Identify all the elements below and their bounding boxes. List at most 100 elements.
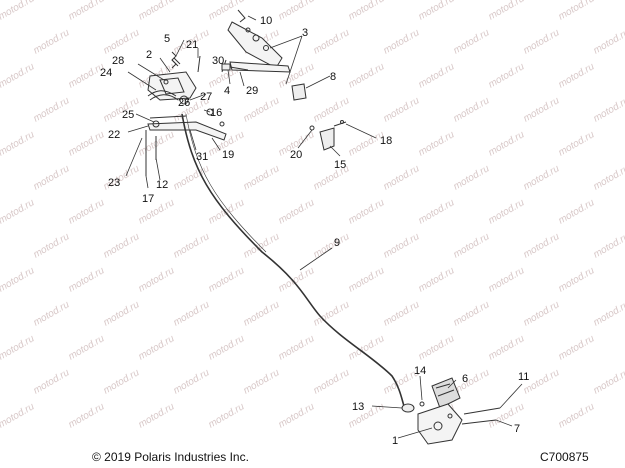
watermark-text: motod.ru bbox=[0, 265, 37, 294]
watermark-text: motod.ru bbox=[592, 95, 625, 124]
watermark-text: motod.ru bbox=[522, 163, 562, 192]
callout-8: 8 bbox=[330, 71, 336, 83]
watermark-text: motod.ru bbox=[452, 231, 492, 260]
pin-part-14 bbox=[419, 401, 425, 407]
watermark-text: motod.ru bbox=[382, 95, 422, 124]
callout-5: 5 bbox=[164, 33, 170, 45]
watermark-text: motod.ru bbox=[312, 27, 352, 56]
callout-10: 10 bbox=[260, 15, 272, 27]
spring-part-5 bbox=[171, 51, 177, 69]
watermark-layer: motod.ru motod.ru motod.ru motod.ru motod.ru… bbox=[0, 0, 625, 431]
watermark-text: motod.ru bbox=[592, 299, 625, 328]
copyright-text: © 2019 Polaris Industries Inc. bbox=[92, 450, 249, 464]
watermark-text: motod.ru bbox=[487, 333, 527, 362]
watermark-text: motod.ru bbox=[522, 27, 562, 56]
watermark-text: motod.ru bbox=[207, 265, 247, 294]
watermark-text: motod.ru bbox=[417, 0, 457, 23]
lever-part-15 bbox=[309, 120, 347, 151]
watermark-text: motod.ru bbox=[137, 401, 177, 430]
watermark-text: motod.ru bbox=[417, 61, 457, 90]
watermark-text: motod.ru bbox=[207, 0, 247, 23]
watermark-text: motod.ru bbox=[172, 163, 212, 192]
watermark-text: motod.ru bbox=[242, 367, 282, 396]
watermark-text: motod.ru bbox=[0, 0, 37, 23]
watermark-text: motod.ru bbox=[32, 95, 72, 124]
callout-labels: 10 3 8 5 2 21 28 24 30 4 29 27 26 25 16 … bbox=[100, 15, 529, 447]
watermark-text: motod.ru bbox=[277, 333, 317, 362]
handle-part-19 bbox=[147, 115, 227, 141]
watermark-text: motod.ru bbox=[0, 197, 37, 226]
callout-6: 6 bbox=[462, 373, 468, 385]
callout-26: 26 bbox=[178, 97, 190, 109]
watermark-text: motod.ru bbox=[347, 333, 387, 362]
watermark-text: motod.ru bbox=[32, 27, 72, 56]
watermark-text: motod.ru bbox=[312, 95, 352, 124]
cable-end-part-13 bbox=[401, 403, 415, 413]
watermark-text: motod.ru bbox=[137, 129, 177, 158]
watermark-text: motod.ru bbox=[172, 231, 212, 260]
callout-24: 24 bbox=[100, 67, 112, 79]
callout-17: 17 bbox=[142, 193, 154, 205]
watermark-text: motod.ru bbox=[312, 231, 352, 260]
watermark-text: motod.ru bbox=[0, 401, 37, 430]
watermark-text: motod.ru bbox=[277, 0, 317, 23]
callout-12: 12 bbox=[156, 179, 168, 191]
watermark-text: motod.ru bbox=[417, 197, 457, 226]
watermark-text: motod.ru bbox=[592, 27, 625, 56]
watermark-text: motod.ru bbox=[417, 333, 457, 362]
watermark-text: motod.ru bbox=[207, 401, 247, 430]
watermark-text: motod.ru bbox=[522, 95, 562, 124]
watermark-text: motod.ru bbox=[557, 197, 597, 226]
callout-19: 19 bbox=[222, 149, 234, 161]
watermark-text: motod.ru bbox=[32, 231, 72, 260]
callout-1: 1 bbox=[392, 435, 398, 447]
watermark-text: motod.ru bbox=[102, 299, 142, 328]
watermark-text: motod.ru bbox=[137, 0, 177, 23]
watermark-text: motod.ru bbox=[242, 95, 282, 124]
watermark-text: motod.ru bbox=[487, 61, 527, 90]
callout-31: 31 bbox=[196, 151, 208, 163]
watermark-text: motod.ru bbox=[67, 197, 107, 226]
watermark-text: motod.ru bbox=[557, 265, 597, 294]
watermark-text: motod.ru bbox=[382, 299, 422, 328]
watermark-text: motod.ru bbox=[487, 401, 527, 430]
callout-21: 21 bbox=[186, 39, 198, 51]
watermark-text: motod.ru bbox=[557, 333, 597, 362]
watermark-text: motod.ru bbox=[452, 95, 492, 124]
callout-16: 16 bbox=[210, 107, 222, 119]
lever-assembly bbox=[147, 57, 197, 105]
pin-part-21 bbox=[197, 55, 201, 73]
watermark-text: motod.ru bbox=[557, 401, 597, 430]
watermark-text: motod.ru bbox=[32, 163, 72, 192]
watermark-text: motod.ru bbox=[347, 197, 387, 226]
caliper-part-6 bbox=[431, 377, 461, 409]
callout-29: 29 bbox=[246, 85, 258, 97]
watermark-text: motod.ru bbox=[67, 129, 107, 158]
callout-7: 7 bbox=[514, 423, 520, 435]
watermark-text: motod.ru bbox=[207, 197, 247, 226]
watermark-text: motod.ru bbox=[557, 0, 597, 23]
bolt-part-11 bbox=[463, 407, 501, 415]
watermark-text: motod.ru bbox=[592, 163, 625, 192]
watermark-text: motod.ru bbox=[137, 333, 177, 362]
watermark-text: motod.ru bbox=[172, 367, 212, 396]
watermark-text: motod.ru bbox=[312, 367, 352, 396]
callout-2: 2 bbox=[146, 49, 152, 61]
watermark-text: motod.ru bbox=[557, 61, 597, 90]
watermark-text: motod.ru bbox=[557, 129, 597, 158]
watermark-text: motod.ru bbox=[102, 27, 142, 56]
watermark-text: motod.ru bbox=[382, 163, 422, 192]
watermark-text: motod.ru bbox=[487, 197, 527, 226]
watermark-text: motod.ru bbox=[277, 401, 317, 430]
bolt-part-29 bbox=[229, 66, 249, 71]
callout-28: 28 bbox=[112, 55, 124, 67]
watermark-text: motod.ru bbox=[32, 299, 72, 328]
watermark-text: motod.ru bbox=[522, 231, 562, 260]
callout-22: 22 bbox=[108, 129, 120, 141]
watermark-text: motod.ru bbox=[487, 129, 527, 158]
callout-18: 18 bbox=[380, 135, 392, 147]
bolt-part-7 bbox=[461, 419, 497, 425]
callout-11: 11 bbox=[518, 371, 529, 383]
watermark-text: motod.ru bbox=[0, 129, 37, 158]
